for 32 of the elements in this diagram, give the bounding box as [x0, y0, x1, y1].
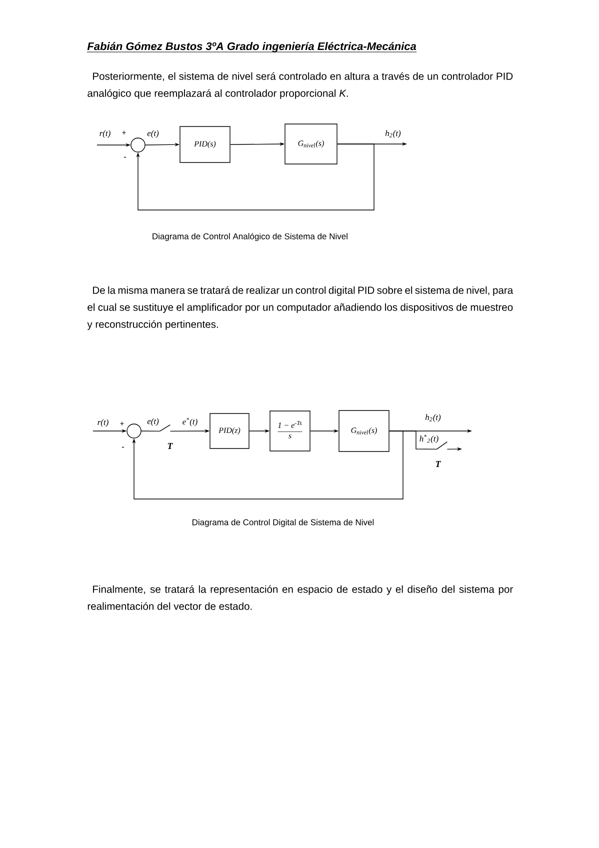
connector-line	[389, 430, 438, 450]
switch-label: T	[436, 461, 442, 467]
process-box: 1 − e$^{-Ts}$ s	[270, 410, 310, 452]
edge-label: r(t)	[96, 418, 110, 428]
paragraph: Finalmente, se tratará la representación en espacio de estado y el diseño del sistema por realimentación del vector de estado.	[88, 585, 513, 610]
edge-label: h$^{*}$$_{2}$(t)	[418, 434, 440, 444]
edge-label: e$^{*}$(t)	[182, 417, 198, 427]
sign-label: +	[122, 130, 126, 134]
edge-label: h$_{2}$(t)	[424, 414, 442, 422]
edge-label: e(t)	[146, 418, 160, 426]
connector-line	[141, 430, 160, 432]
sum-junction	[126, 424, 142, 438]
process-box: PID(z)	[210, 413, 250, 449]
process-box: G$_{nivel}$(s)	[284, 124, 338, 164]
edge-label: h$_{2}$(t)	[384, 130, 402, 138]
sign-label: -	[122, 446, 124, 448]
paragraph: De la misma manera se tratará de realizar un control digital PID sobre el sistema de nivel, para el cual se sustituye el amplificador por un computador añadiendo los dispositivos de muestreo y reconstrucción pertinentes.	[87, 286, 514, 330]
edge-label: e(t)	[146, 130, 160, 138]
sum-junction	[130, 138, 146, 152]
arrow	[132, 430, 404, 500]
caption: Diagrama de Control Analógico de Sistema de Nivel	[152, 233, 348, 241]
process-box: G$_{nivel}$(s)	[338, 410, 390, 452]
process-box: PID(s)	[180, 126, 230, 163]
arrow	[136, 144, 374, 210]
caption: Diagrama de Control Digital de Sistema de Nivel	[192, 519, 374, 527]
sign-label: -	[124, 156, 126, 158]
sampler-switch	[159, 424, 171, 432]
paragraph: Posteriormente, el sistema de nivel será controlado en altura a través de un controlador PID analógico que reemplazará al controlador proporcional K.	[88, 72, 513, 99]
switch-label: T	[168, 443, 174, 449]
edge-label: r(t)	[98, 130, 112, 138]
sign-label: +	[120, 422, 124, 426]
title: Fabián Gómez Bustos 3ºA Grado ingeniería Eléctrica-Mecánica	[86, 42, 417, 52]
